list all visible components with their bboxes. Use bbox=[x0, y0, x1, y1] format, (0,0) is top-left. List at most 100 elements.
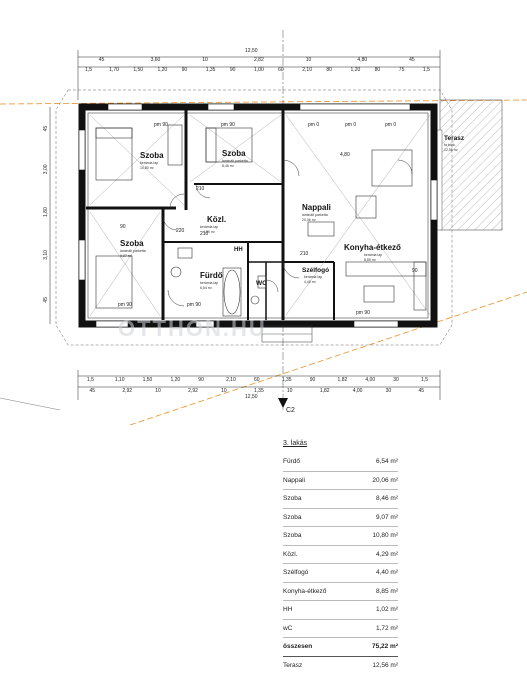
svg-text:kerámia lap: kerámia lap bbox=[140, 161, 158, 165]
dimension-label: 30 bbox=[393, 377, 399, 383]
svg-text:90: 90 bbox=[412, 268, 418, 274]
svg-text:pm 90: pm 90 bbox=[221, 122, 235, 128]
dimension-label: 1,35 bbox=[206, 67, 216, 73]
svg-text:pm 0: pm 0 bbox=[345, 122, 356, 128]
area-row: Szoba 10,80 m² bbox=[283, 527, 398, 546]
dimension-label: 45 bbox=[89, 388, 95, 394]
svg-text:Szoba: Szoba bbox=[222, 149, 246, 158]
svg-text:pm 90: pm 90 bbox=[356, 310, 370, 316]
dimension-label: 4,00 bbox=[365, 377, 375, 383]
dimension-label: 45 bbox=[43, 126, 49, 132]
room-szoba-1: Szoba kerámia lap 10,80 m² bbox=[140, 151, 164, 170]
svg-text:Konyha-étkező: Konyha-étkező bbox=[344, 243, 401, 252]
bottom-total-dim: 12,50 bbox=[245, 394, 258, 400]
dimension-label: 1,70 bbox=[109, 67, 119, 73]
svg-text:8,85 m²: 8,85 m² bbox=[364, 258, 377, 262]
room-hh: HH bbox=[234, 247, 243, 253]
svg-text:pm 0: pm 0 bbox=[308, 122, 319, 128]
svg-text:9,07 m²: 9,07 m² bbox=[120, 254, 133, 258]
svg-text:Szélfogó: Szélfogó bbox=[302, 267, 329, 274]
windows bbox=[79, 104, 437, 327]
top-total-dim: 12,50 bbox=[245, 48, 258, 54]
room-szoba-2: Szoba laminált parketta 8,46 m² bbox=[222, 149, 248, 168]
svg-text:Fürdő: Fürdő bbox=[200, 271, 223, 280]
area-row-label: Szoba bbox=[283, 514, 301, 521]
area-row-value: 8,46 m² bbox=[376, 495, 398, 502]
dimension-label: 30 bbox=[386, 388, 392, 394]
svg-text:kerámia lap: kerámia lap bbox=[304, 275, 322, 279]
area-row-value: 9,07 m² bbox=[376, 514, 398, 521]
terrace-hatch bbox=[440, 100, 502, 230]
area-terrace-label: Terasz bbox=[283, 662, 302, 669]
svg-text:pm 0: pm 0 bbox=[385, 122, 396, 128]
svg-text:kerámia lap: kerámia lap bbox=[200, 225, 218, 229]
svg-text:laminált parketta: laminált parketta bbox=[222, 159, 248, 163]
area-row-label: Szélfogó bbox=[283, 569, 308, 576]
dimension-label: 10 bbox=[202, 57, 208, 63]
area-row-label: wC bbox=[283, 625, 292, 632]
area-row-label: Szoba bbox=[283, 495, 301, 502]
dimension-label: 1,5 bbox=[85, 67, 92, 73]
area-row: Szoba 9,07 m² bbox=[283, 509, 398, 528]
room-wc: WC bbox=[256, 280, 267, 287]
svg-text:4,80: 4,80 bbox=[340, 152, 350, 158]
dimension-label: 1,5 bbox=[87, 377, 94, 383]
area-row-value: 4,29 m² bbox=[376, 551, 398, 558]
dimension-label: 80 bbox=[375, 67, 381, 73]
svg-text:8,46 m²: 8,46 m² bbox=[222, 164, 235, 168]
area-row-value: 20,06 m² bbox=[372, 477, 398, 484]
area-row-value: 4,40 m² bbox=[376, 569, 398, 576]
section-line-diagonal bbox=[130, 292, 527, 425]
dimension-label: 75 bbox=[399, 67, 405, 73]
dimension-label: 1,80 bbox=[43, 207, 49, 217]
svg-text:WC: WC bbox=[256, 280, 267, 287]
area-row-label: Konyha-étkező bbox=[283, 588, 326, 595]
dimension-label: 1,82 bbox=[338, 377, 348, 383]
dimension-label: 1,50 bbox=[143, 377, 153, 383]
svg-text:Nappali: Nappali bbox=[302, 203, 331, 212]
dimension-label: 3,00 bbox=[43, 164, 49, 174]
dimension-label: 2,10 bbox=[302, 67, 312, 73]
dimension-label: 90 bbox=[182, 67, 188, 73]
dimension-label: 45 bbox=[43, 297, 49, 303]
area-terrace-row: Terasz 12,56 m² bbox=[283, 657, 398, 674]
area-row: Szoba 8,46 m² bbox=[283, 490, 398, 509]
svg-text:210: 210 bbox=[300, 251, 309, 257]
svg-text:pm 90: pm 90 bbox=[154, 122, 168, 128]
area-total-row: összesen 75,22 m² bbox=[283, 638, 398, 657]
dimension-label: 1,20 bbox=[351, 67, 361, 73]
svg-text:HH: HH bbox=[234, 247, 243, 253]
dimension-label: 3,10 bbox=[43, 250, 49, 260]
area-row: Szélfogó 4,40 m² bbox=[283, 564, 398, 583]
watermark: OTTHON.HU bbox=[118, 316, 267, 341]
dimension-label: 2,82 bbox=[254, 57, 264, 63]
svg-text:kerámia lap: kerámia lap bbox=[200, 281, 218, 285]
dimension-label: 1,5 bbox=[421, 377, 428, 383]
area-row-value: 8,85 m² bbox=[376, 588, 398, 595]
room-nappali: Nappali laminált parketta 20,06 m² bbox=[302, 203, 331, 222]
dimension-label: 45 bbox=[419, 388, 425, 394]
svg-text:Szoba: Szoba bbox=[140, 151, 164, 160]
area-row-value: 10,80 m² bbox=[372, 532, 398, 539]
dimension-label: 1,50 bbox=[133, 67, 143, 73]
area-row-value: 1,72 m² bbox=[376, 625, 398, 632]
svg-text:90: 90 bbox=[120, 224, 126, 230]
svg-text:Közl.: Közl. bbox=[207, 215, 226, 224]
area-row: Konyha-étkező 8,85 m² bbox=[283, 583, 398, 602]
dimension-label: 45 bbox=[409, 57, 415, 63]
svg-text:Szoba: Szoba bbox=[120, 239, 144, 248]
area-row: wC 1,72 m² bbox=[283, 620, 398, 639]
area-terrace-value: 12,56 m² bbox=[372, 662, 398, 669]
area-row: Közl.4,29 m² bbox=[283, 546, 398, 565]
area-table-title: 3. lakás bbox=[283, 440, 398, 447]
dimension-label: 45 bbox=[99, 57, 105, 63]
svg-text:12,56 m²: 12,56 m² bbox=[444, 148, 459, 152]
dimension-label: 90 bbox=[310, 377, 316, 383]
area-row-label: Szoba bbox=[283, 532, 301, 539]
